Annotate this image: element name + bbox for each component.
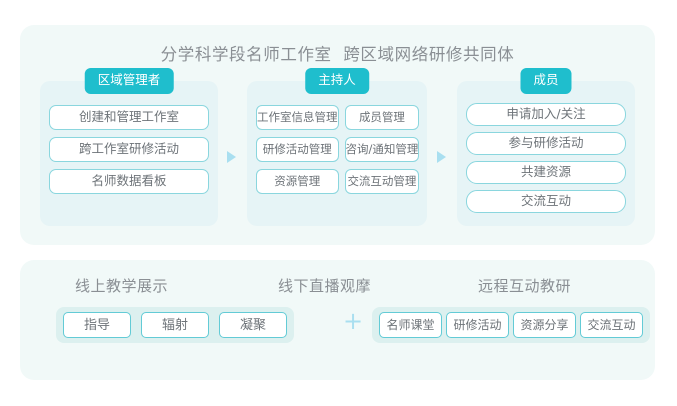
role-item-list-area-admin: 创建和管理工作室 跨工作室研修活动 名师数据看板 — [49, 105, 209, 194]
page-title: 分学科学段名师工作室 跨区域网络研修共同体 — [160, 45, 515, 64]
mode-chip-group-left: 指导 辐射 凝聚 — [56, 307, 294, 343]
mode-chip[interactable]: 指导 — [63, 312, 131, 338]
role-item[interactable]: 资源管理 — [256, 169, 339, 194]
role-item-list-host: 工作室信息管理 成员管理 研修活动管理 咨询/通知管理 资源管理 交流互动管理 — [256, 105, 420, 194]
plus-icon: + — [342, 307, 364, 335]
mode-chip[interactable]: 交流互动 — [580, 312, 643, 338]
role-item[interactable]: 交流互动 — [466, 190, 626, 213]
mode-chip[interactable]: 资源分享 — [513, 312, 576, 338]
role-badge-host: 主持人 — [305, 68, 369, 94]
role-item[interactable]: 跨工作室研修活动 — [49, 137, 209, 162]
role-item[interactable]: 参与研修活动 — [466, 132, 626, 155]
role-item[interactable]: 创建和管理工作室 — [49, 105, 209, 130]
role-item[interactable]: 名师数据看板 — [49, 169, 209, 194]
mode-chip-group-right: 名师课堂 研修活动 资源分享 交流互动 — [372, 307, 650, 343]
role-item[interactable]: 共建资源 — [466, 161, 626, 184]
role-badge-member: 成员 — [520, 68, 572, 94]
role-item[interactable]: 交流互动管理 — [344, 169, 420, 194]
role-item[interactable]: 咨询/通知管理 — [344, 137, 420, 162]
mode-chip[interactable]: 研修活动 — [446, 312, 509, 338]
mode-heading-offline-live: 线下直播观摩 — [278, 277, 372, 295]
role-item[interactable]: 成员管理 — [344, 105, 420, 130]
mode-chip[interactable]: 名师课堂 — [379, 312, 442, 338]
role-item[interactable]: 工作室信息管理 — [256, 105, 339, 130]
role-badge-area-admin: 区域管理者 — [84, 68, 174, 94]
role-column-area-admin: 区域管理者 创建和管理工作室 跨工作室研修活动 名师数据看板 — [40, 68, 218, 226]
role-item[interactable]: 申请加入/关注 — [466, 103, 626, 126]
role-column-host: 主持人 工作室信息管理 成员管理 研修活动管理 咨询/通知管理 资源管理 交流互… — [247, 68, 427, 226]
mode-heading-online-teaching: 线上教学展示 — [75, 277, 169, 295]
role-item-list-member: 申请加入/关注 参与研修活动 共建资源 交流互动 — [466, 103, 626, 213]
roles-panel: 分学科学段名师工作室 跨区域网络研修共同体 区域管理者 创建和管理工作室 跨工作… — [20, 25, 655, 245]
flow-arrow-right-icon — [227, 151, 236, 163]
mode-heading-remote-research: 远程互动教研 — [478, 277, 572, 295]
mode-chip[interactable]: 辐射 — [141, 312, 209, 338]
modes-panel: 线上教学展示 线下直播观摩 远程互动教研 指导 辐射 凝聚 + 名师课堂 研修活… — [20, 260, 655, 380]
role-item[interactable]: 研修活动管理 — [256, 137, 339, 162]
flow-arrow-right-icon — [437, 151, 446, 163]
mode-chip[interactable]: 凝聚 — [219, 312, 287, 338]
role-column-member: 成员 申请加入/关注 参与研修活动 共建资源 交流互动 — [457, 68, 635, 226]
